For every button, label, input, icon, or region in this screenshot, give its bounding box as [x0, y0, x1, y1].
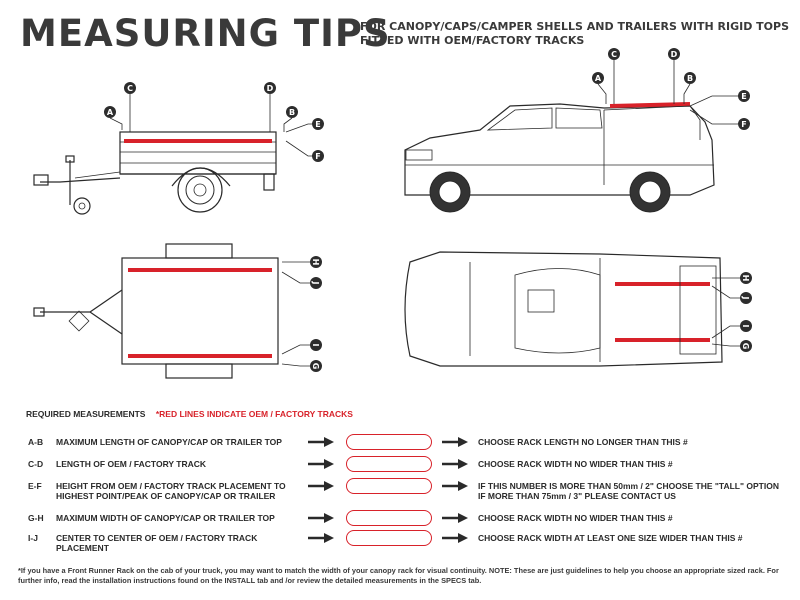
row-code: G-H: [28, 513, 44, 523]
callout-i-trailer: I: [310, 339, 322, 351]
arrow-right-icon: [308, 459, 334, 469]
row-description: CENTER TO CENTER OF OEM / FACTORY TRACK …: [56, 533, 258, 553]
callout-j-trailer: J: [310, 277, 322, 289]
svg-text:B: B: [687, 74, 693, 83]
svg-text:H: H: [741, 275, 750, 282]
arrow-right-icon: [308, 533, 334, 543]
svg-text:E: E: [315, 120, 320, 129]
arrow-right-icon: [442, 481, 468, 491]
arrow-right-icon: [442, 513, 468, 523]
required-measurements-heading: REQUIRED MEASUREMENTS *RED LINES INDICAT…: [26, 409, 353, 419]
row-code: A-B: [28, 437, 44, 447]
footnote: *If you have a Front Runner Rack on the …: [18, 566, 779, 585]
callout-f-truck: F: [738, 118, 750, 130]
measurement-input-cd[interactable]: [346, 456, 432, 472]
callout-e-trailer: E: [312, 118, 324, 130]
callout-h-truck: H: [740, 272, 752, 284]
arrow-right-icon: [442, 459, 468, 469]
svg-text:D: D: [671, 50, 678, 59]
measurement-input-ab[interactable]: [346, 434, 432, 450]
svg-text:G: G: [311, 363, 320, 370]
svg-text:G: G: [741, 343, 750, 350]
svg-text:F: F: [315, 152, 320, 161]
svg-text:D: D: [267, 84, 274, 93]
svg-text:I: I: [741, 325, 750, 328]
truck-side-track: [609, 102, 691, 108]
measurement-input-ij[interactable]: [346, 530, 432, 546]
arrow-right-icon: [442, 533, 468, 543]
measurement-row-ij: I-J CENTER TO CENTER OF OEM / FACTORY TR…: [0, 530, 800, 553]
callout-d-truck: D: [668, 48, 680, 60]
trailer-top-view: [33, 243, 279, 379]
row-result: CHOOSE RACK LENGTH NO LONGER THAN THIS #: [478, 437, 688, 447]
diagram-area: .ln { fill: none; stroke: #2a2a2a; strok…: [33, 48, 752, 379]
measurement-input-gh[interactable]: [346, 510, 432, 526]
row-description: LENGTH OF OEM / FACTORY TRACK: [56, 459, 207, 469]
callout-d-trailer: D: [264, 82, 276, 94]
svg-text:A: A: [595, 74, 602, 83]
svg-text:A: A: [107, 108, 114, 117]
callout-a-truck: A: [592, 72, 604, 84]
measurement-row-gh: G-H MAXIMUM WIDTH OF CANOPY/CAP OR TRAIL…: [0, 510, 800, 526]
row-result: CHOOSE RACK WIDTH NO WIDER THAN THIS #: [478, 513, 673, 523]
svg-text:B: B: [289, 108, 295, 117]
leader-lines: [109, 60, 740, 367]
callout-c-trailer: C: [124, 82, 136, 94]
row-result: CHOOSE RACK WIDTH AT LEAST ONE SIZE WIDE…: [478, 533, 743, 543]
svg-text:I: I: [311, 344, 320, 347]
row-code: E-F: [28, 481, 42, 491]
svg-text:C: C: [127, 84, 133, 93]
svg-text:J: J: [311, 281, 320, 285]
callout-markers: A C D B E F H J I G A C D B E F H J I G: [104, 48, 752, 372]
callout-c-truck: C: [608, 48, 620, 60]
callout-h-trailer: H: [310, 256, 322, 268]
required-measurements-label: REQUIRED MEASUREMENTS: [26, 409, 146, 419]
measurement-row-ab: A-B MAXIMUM LENGTH OF CANOPY/CAP OR TRAI…: [0, 434, 800, 450]
trailer-side-view: [33, 131, 277, 215]
row-code: I-J: [28, 533, 38, 543]
page-title: MEASURING TIPS: [20, 12, 391, 55]
callout-e-truck: E: [738, 90, 750, 102]
row-description: MAXIMUM WIDTH OF CANOPY/CAP OR TRAILER T…: [56, 513, 275, 523]
row-description: MAXIMUM LENGTH OF CANOPY/CAP OR TRAILER …: [56, 437, 282, 447]
svg-text:E: E: [741, 92, 746, 101]
red-lines-note: *RED LINES INDICATE OEM / FACTORY TRACKS: [155, 409, 353, 419]
row-description: HEIGHT FROM OEM / FACTORY TRACK PLACEMEN…: [56, 481, 286, 501]
callout-g-trailer: G: [310, 360, 322, 372]
row-result: IF THIS NUMBER IS MORE THAN 50mm / 2" CH…: [478, 481, 779, 501]
arrow-right-icon: [308, 481, 334, 491]
arrow-right-icon: [308, 513, 334, 523]
measurement-input-ef[interactable]: [346, 478, 432, 494]
row-result: CHOOSE RACK WIDTH NO WIDER THAN THIS #: [478, 459, 673, 469]
callout-j-truck: J: [740, 292, 752, 304]
callout-f-trailer: F: [312, 150, 324, 162]
callout-b-trailer: B: [286, 106, 298, 118]
callout-a-trailer: A: [104, 106, 116, 118]
callout-g-truck: G: [740, 340, 752, 352]
truck-top-view: [404, 251, 723, 367]
measurement-row-ef: E-F HEIGHT FROM OEM / FACTORY TRACK PLAC…: [0, 478, 800, 501]
svg-text:C: C: [611, 50, 617, 59]
callout-i-truck: I: [740, 320, 752, 332]
row-code: C-D: [28, 459, 44, 469]
arrow-right-icon: [308, 437, 334, 447]
measurement-row-cd: C-D LENGTH OF OEM / FACTORY TRACK CHOOSE…: [0, 456, 800, 472]
page-subtitle: FOR CANOPY/CAPS/CAMPER SHELLS AND TRAILE…: [360, 20, 790, 47]
arrow-right-icon: [442, 437, 468, 447]
callout-b-truck: B: [684, 72, 696, 84]
svg-text:H: H: [311, 259, 320, 266]
svg-text:J: J: [741, 296, 750, 300]
svg-text:F: F: [741, 120, 746, 129]
truck-side-view: [404, 102, 715, 213]
